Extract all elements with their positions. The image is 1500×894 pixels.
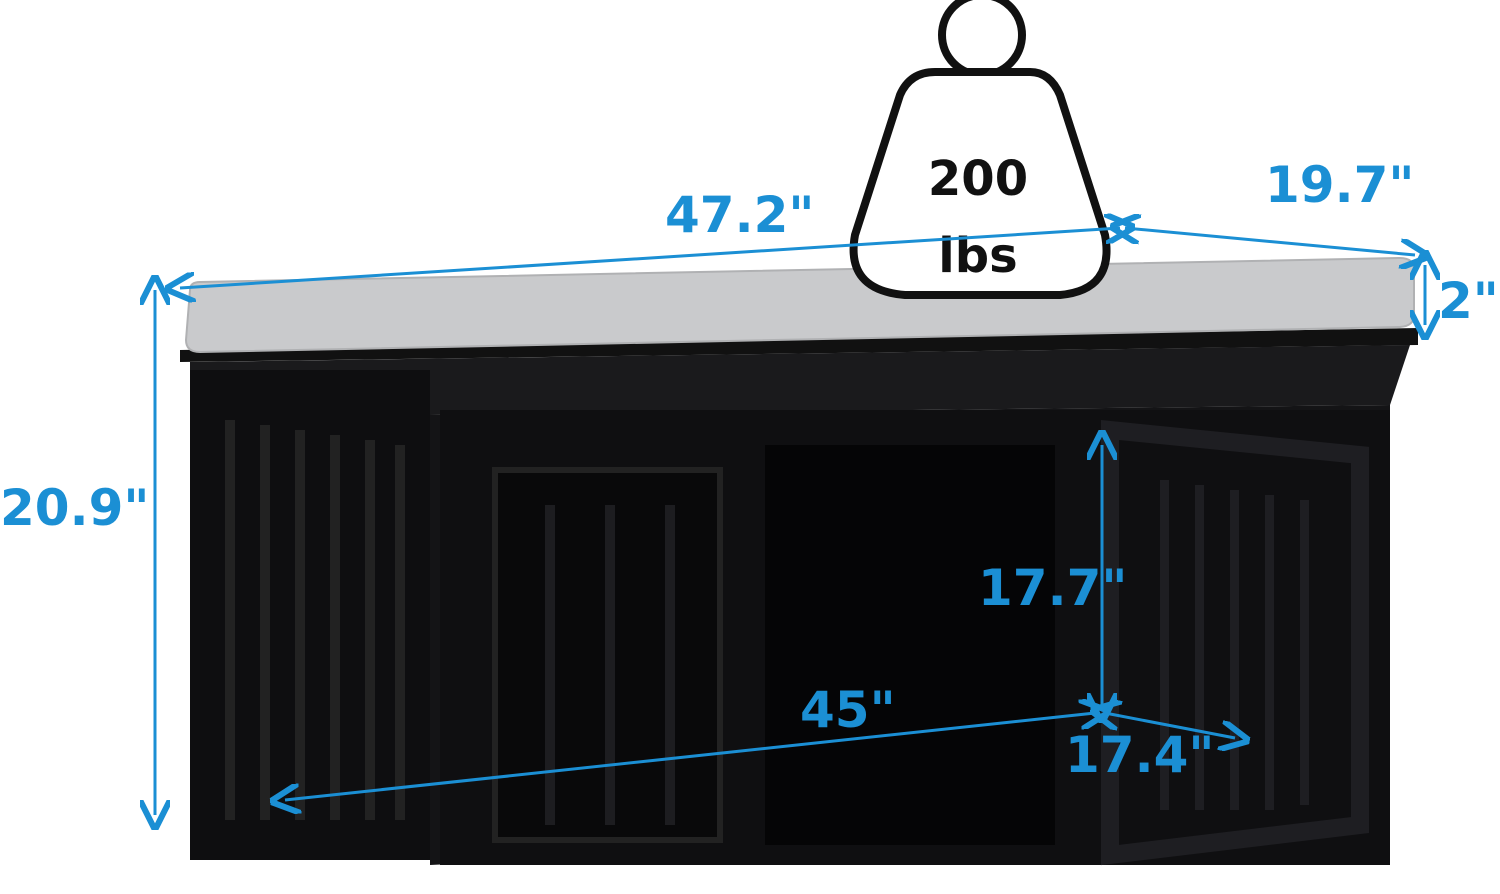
weight-value: 200 <box>928 151 1028 207</box>
total-height-label: 20.9" <box>0 479 149 537</box>
inner-height-label: 17.7" <box>978 559 1127 617</box>
dimension-lines <box>155 228 1425 815</box>
length-label: 47.2" <box>665 186 814 244</box>
dog-crate-body <box>180 328 1418 866</box>
inner-length-label: 45" <box>800 681 896 739</box>
door-width-label: 17.4" <box>1065 726 1214 784</box>
crate-opening <box>765 445 1055 845</box>
depth-label: 19.7" <box>1265 156 1414 214</box>
side-bars <box>225 420 405 820</box>
cushion-thickness-label: 2" <box>1438 272 1499 330</box>
